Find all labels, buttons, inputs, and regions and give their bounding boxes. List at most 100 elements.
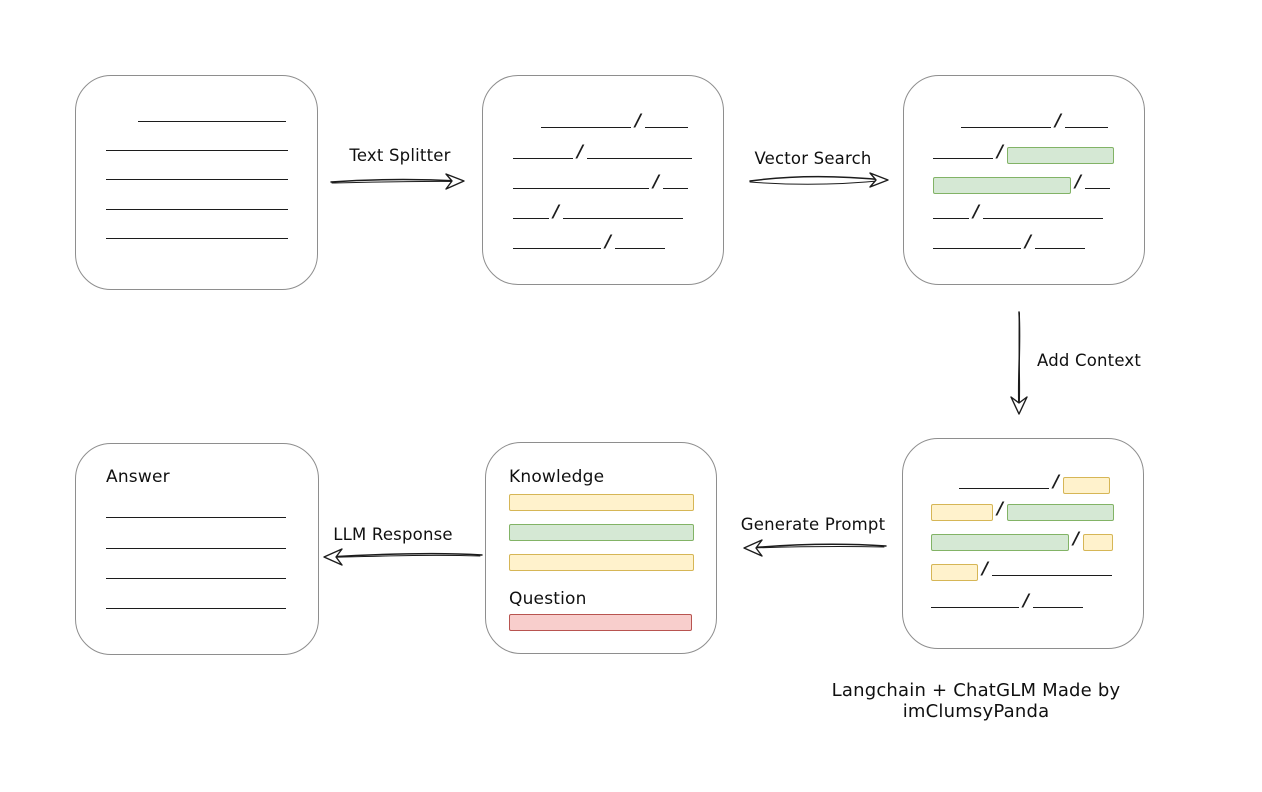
- sketch-row: /: [513, 199, 684, 222]
- text-splitter-arrow: [330, 173, 465, 190]
- text-line: [1085, 188, 1111, 189]
- sketch-row: [106, 102, 286, 122]
- text-line: [106, 238, 288, 239]
- slash-separator: /: [577, 142, 584, 162]
- text-line: [106, 150, 288, 151]
- sketch-row: [106, 529, 286, 549]
- sketch-row: Knowledge: [509, 467, 604, 487]
- text-line: [933, 158, 993, 159]
- slash-separator: /: [1073, 529, 1080, 549]
- slash-separator: /: [997, 142, 1004, 162]
- green-chunk-bar: [933, 177, 1071, 194]
- sketch-row: [106, 589, 286, 609]
- sketch-row: [106, 131, 288, 151]
- text-line: [106, 548, 286, 549]
- text-splitter-label: Text Splitter: [349, 146, 451, 165]
- sketch-row: /: [513, 169, 689, 192]
- sketch-row: [509, 606, 692, 631]
- yellow-chunk-bar: [509, 494, 694, 511]
- text-line: [1035, 248, 1086, 249]
- text-line: [645, 127, 689, 128]
- sketch-row: /: [933, 139, 1115, 164]
- sketch-row: /: [933, 199, 1104, 222]
- green-chunk-bar: [931, 534, 1069, 551]
- sketch-row: /: [513, 229, 666, 252]
- matched-chunks-box: / / / / /: [903, 75, 1145, 285]
- text-line: [587, 158, 693, 159]
- text-line: [106, 517, 286, 518]
- sketch-row: [509, 546, 694, 571]
- sketch-row: [106, 498, 286, 518]
- sketch-row: [509, 516, 694, 541]
- sketch-row: [106, 160, 288, 180]
- green-chunk-bar: [1007, 504, 1115, 521]
- yellow-chunk-bar: [1063, 477, 1111, 494]
- red-chunk-bar: [509, 614, 692, 631]
- text-line: [931, 607, 1019, 608]
- slash-separator: /: [997, 499, 1004, 519]
- slash-separator: /: [605, 232, 612, 252]
- indent-gap: [931, 488, 959, 489]
- slash-separator: /: [1023, 591, 1030, 611]
- sketch-row: /: [931, 556, 1113, 581]
- slash-separator: /: [1025, 232, 1032, 252]
- llm-response-arrow: [323, 548, 483, 566]
- sketch-row: Answer: [106, 467, 170, 487]
- box-label: Knowledge: [509, 467, 605, 487]
- sketch-row: [106, 559, 286, 579]
- credit-text: Langchain + ChatGLM Made by imClumsyPand…: [831, 680, 1121, 722]
- green-chunk-bar: [1007, 147, 1115, 164]
- add-context-label: Add Context: [1037, 351, 1142, 370]
- text-line: [106, 179, 288, 180]
- slash-separator: /: [973, 202, 980, 222]
- text-line: [933, 248, 1021, 249]
- text-line: [961, 127, 1051, 128]
- add-context-arrow: [1010, 311, 1028, 415]
- slash-separator: /: [1053, 472, 1060, 492]
- text-line: [983, 218, 1104, 219]
- yellow-chunk-bar: [931, 504, 993, 521]
- text-line: [106, 608, 286, 609]
- text-line: [1033, 607, 1084, 608]
- slash-separator: /: [1075, 172, 1082, 192]
- sketch-row: /: [513, 139, 693, 162]
- sketch-row: /: [931, 588, 1084, 611]
- sketch-row: [509, 486, 694, 511]
- slash-separator: /: [635, 111, 642, 131]
- slash-separator: /: [982, 559, 989, 579]
- generate-prompt-label: Generate Prompt: [740, 515, 886, 534]
- source-document-box: [75, 75, 318, 290]
- box-label: Answer: [106, 467, 170, 487]
- text-line: [1065, 127, 1109, 128]
- text-line: [513, 188, 649, 189]
- text-line: [138, 121, 286, 122]
- split-chunks-box: / / / / /: [482, 75, 724, 285]
- text-line: [106, 578, 286, 579]
- slash-separator: /: [553, 202, 560, 222]
- sketch-row: /: [513, 108, 689, 131]
- yellow-chunk-bar: [509, 554, 694, 571]
- yellow-chunk-bar: [931, 564, 978, 581]
- indent-gap: [933, 127, 961, 128]
- slash-separator: /: [653, 172, 660, 192]
- indent-gap: [106, 121, 138, 122]
- vector-search-arrow: [749, 172, 889, 188]
- slash-separator: /: [1055, 111, 1062, 131]
- sketch-row: /: [933, 108, 1109, 131]
- sketch-row: /: [931, 526, 1114, 551]
- text-line: [663, 188, 689, 189]
- box-label: Question: [509, 589, 587, 609]
- generate-prompt-arrow: [743, 539, 887, 557]
- sketch-row: [106, 190, 288, 210]
- sketch-row: /: [931, 469, 1111, 494]
- text-line: [933, 218, 969, 219]
- yellow-chunk-bar: [1083, 534, 1114, 551]
- sketch-row: [106, 219, 288, 239]
- answer-box: Answer: [75, 443, 319, 655]
- text-line: [959, 488, 1049, 489]
- sketch-row: Question: [509, 589, 587, 609]
- text-line: [106, 209, 288, 210]
- llm-response-label: LLM Response: [333, 525, 453, 544]
- text-line: [563, 218, 684, 219]
